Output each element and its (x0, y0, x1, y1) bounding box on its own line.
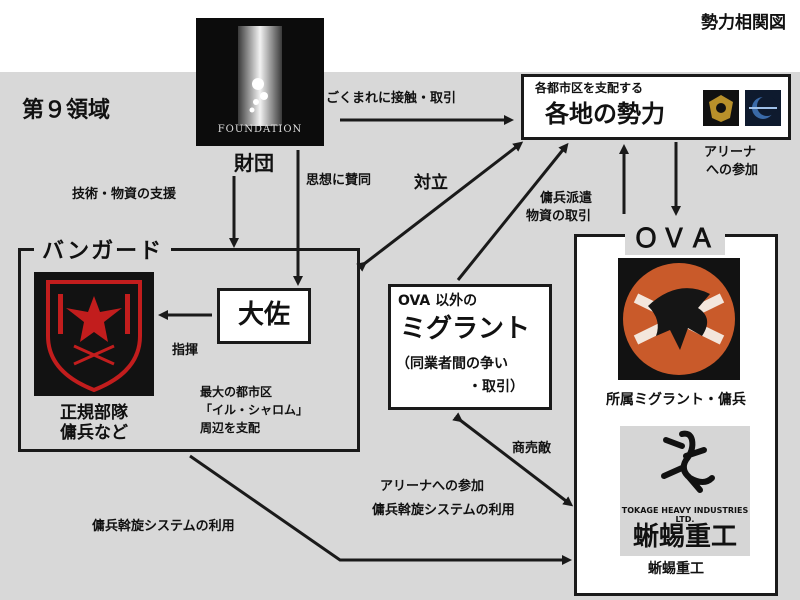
foundation-logo-text: FOUNDATION (217, 124, 303, 135)
ova-caption-1: 所属ミグラント・傭兵 (606, 392, 746, 408)
vanguard-caption-2: 傭兵など (60, 423, 128, 443)
tokage-logo: TOKAGE HEAVY INDUSTRIES LTD. 蜥蜴重工 (620, 426, 750, 556)
vanguard-control-2: 「イル・シャロム」 (200, 403, 309, 417)
rel-migrant-ova-mercenary: 傭兵斡旋システムの利用 (372, 503, 515, 518)
faction-emblem-moon-icon (745, 90, 781, 126)
ova-emblem (618, 258, 740, 380)
ova-eagle-icon (623, 263, 735, 375)
tokage-logo-text: TOKAGE HEAVY INDUSTRIES LTD. (621, 506, 749, 524)
faction-emblem-gold-icon (703, 90, 739, 126)
factions-title: 各地の勢力 (545, 100, 665, 128)
vanguard-shield-icon (46, 280, 142, 393)
vanguard-control-3: 周辺を支配 (200, 421, 261, 435)
colonel-box (217, 288, 311, 344)
vanguard-emblem (34, 272, 154, 396)
rel-foundation-colonel: 思想に賛同 (306, 173, 372, 188)
region-title: 第９領域 (22, 98, 111, 123)
migrant-line-3: （同業者間の争い (396, 356, 508, 372)
rel-ova-factions-1: 傭兵派遣 (540, 191, 593, 206)
rel-ova-factions-2: 物資の取引 (526, 209, 592, 224)
migrant-box (388, 284, 552, 410)
vanguard-title: バンガード (34, 233, 172, 265)
ova-caption-2: 蜥蜴重工 (648, 561, 704, 577)
tokage-logo-kanji: 蜥蜴重工 (632, 522, 737, 552)
foundation-name: 財団 (234, 151, 274, 175)
rel-vanguard-ova: 傭兵斡旋システムの利用 (92, 519, 235, 534)
foundation-logo: FOUNDATION (196, 18, 324, 146)
vanguard-box (18, 248, 360, 452)
gecko-icon (661, 430, 715, 493)
rel-factions-ova-1: アリーナ (704, 145, 757, 160)
rel-colonel-vanguard: 指揮 (172, 343, 199, 358)
vanguard-control-1: 最大の都市区 (200, 385, 273, 399)
colonel-name: 大佐 (237, 300, 290, 330)
page-title: 勢力相関図 (701, 13, 786, 33)
foundation-logo-art (238, 26, 282, 126)
rel-foundation-factions: ごくまれに接触・取引 (326, 91, 457, 106)
rel-migrant-ova-arena: アリーナへの参加 (380, 479, 485, 494)
rel-vanguard-factions: 対立 (414, 173, 448, 193)
vanguard-caption-1: 正規部隊 (60, 403, 128, 423)
rel-migrant-ova: 商売敵 (512, 441, 552, 456)
migrant-line-4: ・取引） (468, 379, 524, 395)
ova-title: ＯＶＡ (625, 218, 726, 255)
factions-subtitle: 各都市区を支配する (535, 81, 644, 95)
rel-factions-ova-2: への参加 (706, 163, 759, 178)
migrant-line-1: OVA 以外の (398, 293, 478, 309)
rel-foundation-vanguard: 技術・物資の支援 (72, 187, 177, 202)
migrant-line-2: ミグラント (400, 314, 531, 344)
